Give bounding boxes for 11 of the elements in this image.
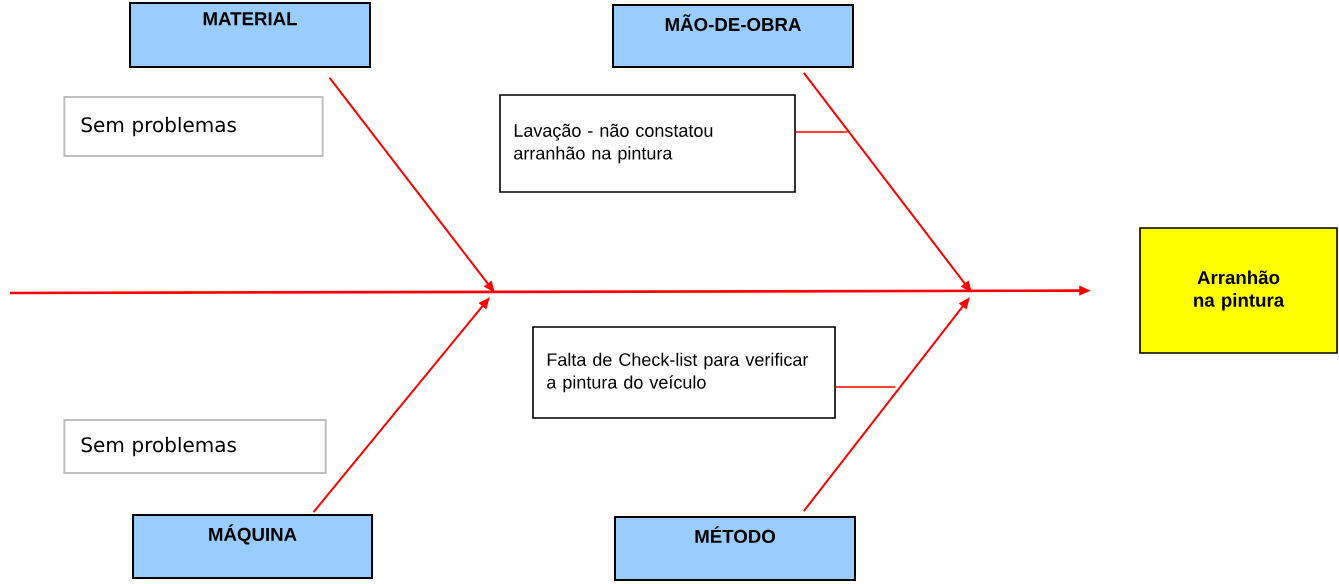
category-box: MÁQUINA [132,514,373,579]
category-box: MATERIAL [129,2,371,68]
cause-box: Falta de Check-list para verificar a pintura do veículo [532,326,836,419]
category-box: MÉTODO [614,516,856,581]
effect-box: Arranhão na pintura [1139,227,1338,354]
leader-line [795,131,848,133]
note-box: Sem problemas [63,96,324,157]
cause-box: Lavação - não constatou arranhão na pintura [499,94,796,193]
leader-line [835,386,896,388]
category-box: MÃO-DE-OBRA [612,4,854,68]
note-box: Sem problemas [63,419,327,474]
